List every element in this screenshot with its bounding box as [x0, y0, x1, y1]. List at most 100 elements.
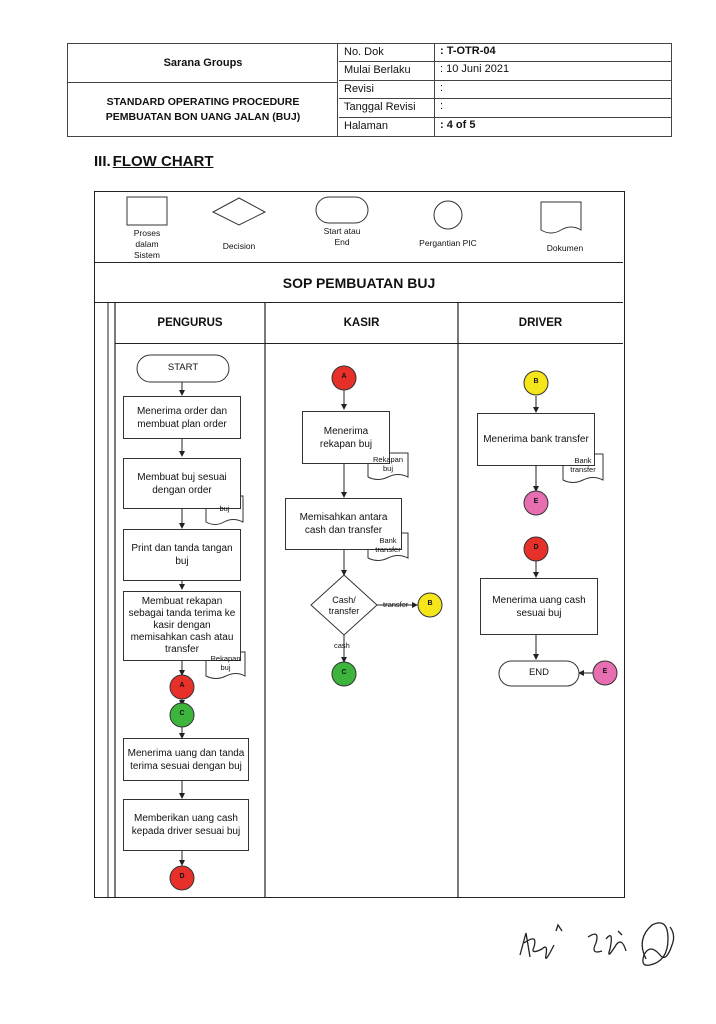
doc-line: Rekapan — [372, 455, 404, 464]
doc-line: Rekapan — [210, 654, 241, 663]
connector-e-driver — [523, 490, 549, 516]
step-menerima-rekapan: Menerima rekapan buj — [302, 411, 390, 464]
step-memisahkan: Memisahkan antara cash dan transfer — [285, 498, 402, 550]
connector-b-kasir — [417, 592, 443, 618]
end-label: END — [528, 667, 550, 678]
doc-line: buj — [220, 663, 231, 672]
step-text: Menerima bank transfer — [483, 434, 589, 445]
connector-label-d: D — [179, 873, 185, 880]
meta-value: : 10 Juni 2021 — [440, 63, 510, 76]
step-text: Cash/ transfer — [328, 595, 360, 616]
connector-label-b: B — [427, 600, 433, 607]
legend-label-dokumen: Dokumen — [546, 243, 584, 253]
doc-line: Bank — [379, 536, 397, 545]
signature-3 — [641, 922, 675, 966]
company-name: Sarana Groups — [68, 44, 338, 83]
document-header: Sarana Groups STANDARD OPERATING PROCEDU… — [67, 43, 672, 137]
section-title: III.FLOW CHART — [94, 153, 213, 170]
step-memberikan-uang: Memberikan uang cash kepada driver sesua… — [123, 799, 249, 851]
legend-label-proses: Proses dalam Sistem — [133, 228, 161, 260]
section-heading: FLOW CHART — [112, 153, 214, 170]
header-meta: No. Dok : T-OTR-04 Mulai Berlaku : 10 Juni… — [339, 44, 672, 136]
step-text: Menerima rekapan buj — [319, 425, 373, 450]
step-menerima-uang: Menerima uang dan tanda terima sesuai de… — [123, 738, 249, 781]
step-menerima-bank-transfer: Menerima bank transfer — [477, 413, 595, 466]
start-label: START — [167, 362, 199, 373]
step-membuat-buj: Membuat buj sesuai dengan order — [123, 458, 241, 509]
connector-label-a: A — [179, 682, 185, 689]
doc-line: buj — [382, 464, 393, 473]
terminal-start — [136, 354, 230, 383]
connector-label-e: E — [533, 498, 539, 505]
signature-2 — [587, 930, 627, 955]
meta-row-nodok: No. Dok : T-OTR-04 — [339, 44, 672, 63]
step-text: Menerima uang cash sesuai buj — [492, 594, 586, 619]
connector-d-driver — [523, 536, 549, 562]
doc-label-buj: buj — [219, 504, 230, 513]
step-membuat-rekapan: Membuat rekapan sebagai tanda terima ke … — [123, 591, 241, 661]
terminal-shape-icon — [315, 196, 369, 224]
step-menerima-order: Menerima order dan membuat plan order — [123, 396, 241, 439]
step-text: Menerima uang dan tanda terima sesuai de… — [127, 747, 245, 772]
flow-lines — [107, 303, 618, 897]
connector-a-pengurus — [169, 674, 195, 700]
connector-c-kasir — [331, 661, 357, 687]
step-print-tanda-tangan: Print dan tanda tangan buj — [123, 529, 241, 581]
connector-shape-icon — [433, 200, 463, 230]
legend-label-decision: Decision — [222, 241, 256, 251]
meta-row-tanggal: Tanggal Revisi: — [339, 99, 672, 118]
legend-shapes — [126, 196, 582, 234]
document-title: STANDARD OPERATING PROCEDURE PEMBUATAN B… — [68, 84, 338, 136]
connector-c-pengurus — [169, 702, 195, 728]
section-number: III. — [94, 153, 111, 170]
decision-cash-transfer — [310, 574, 378, 636]
branch-label-cash: cash — [334, 641, 350, 650]
meta-value: : 4 of 5 — [440, 118, 476, 131]
branch-label-transfer: transfer — [383, 600, 409, 609]
step-menerima-uang-cash: Menerima uang cash sesuai buj — [480, 578, 598, 635]
connector-label-a: A — [341, 373, 347, 380]
connector-d-pengurus — [169, 865, 195, 891]
document-title-line1: STANDARD OPERATING PROCEDURE — [106, 96, 300, 108]
meta-value: : T-OTR-04 — [440, 45, 496, 57]
connector-label-e: E — [602, 668, 608, 675]
connector-e-driver-end — [592, 660, 618, 686]
legend-label-start-end: Start atau End — [323, 226, 361, 247]
meta-value: : — [440, 81, 444, 94]
meta-row-revisi: Revisi: — [339, 80, 672, 100]
step-text: Memberikan uang cash kepada driver sesua… — [131, 813, 241, 837]
meta-label: Mulai Berlaku — [344, 64, 411, 77]
lane-header-driver: DRIVER — [458, 303, 623, 344]
meta-label: Halaman — [344, 119, 389, 132]
connector-b-driver — [523, 370, 549, 396]
signature-1 — [519, 923, 563, 959]
doc-line: Bank — [574, 456, 592, 465]
meta-row-halaman: Halaman : 4 of 5 — [339, 117, 672, 136]
document-shape-icon — [540, 201, 582, 234]
legend-label-pergantian: Pergantian PIC — [419, 238, 477, 248]
sop-title: SOP PEMBUATAN BUJ — [95, 263, 623, 303]
meta-label: Revisi — [344, 82, 374, 95]
meta-row-mulai: Mulai Berlaku : 10 Juni 2021 — [339, 62, 672, 81]
decision-label: Cash/ transfer — [321, 593, 367, 619]
connector-label-d: D — [533, 544, 539, 551]
lane-header-kasir: KASIR — [265, 303, 458, 344]
legend: Proses dalam Sistem Decision Start atau … — [95, 192, 623, 263]
process-shape-icon — [126, 196, 168, 226]
meta-value: : — [440, 100, 444, 113]
document-title-line2: PEMBUATAN BON UANG JALAN (BUJ) — [105, 111, 301, 123]
meta-label: Tanggal Revisi — [344, 101, 416, 114]
step-text: Menerima order dan membuat plan order — [136, 405, 228, 430]
flowchart-frame: Proses dalam Sistem Decision Start atau … — [94, 191, 625, 898]
connector-label-c: C — [179, 710, 185, 717]
meta-label: No. Dok — [344, 46, 384, 58]
step-text: Membuat buj sesuai dengan order — [137, 471, 227, 496]
lane-header-pengurus: PENGURUS — [115, 303, 265, 344]
step-text: Membuat rekapan sebagai tanda terima ke … — [128, 596, 236, 655]
step-text: Memisahkan antara cash dan transfer — [299, 512, 388, 536]
terminal-end — [498, 660, 580, 687]
signatures — [519, 922, 675, 966]
